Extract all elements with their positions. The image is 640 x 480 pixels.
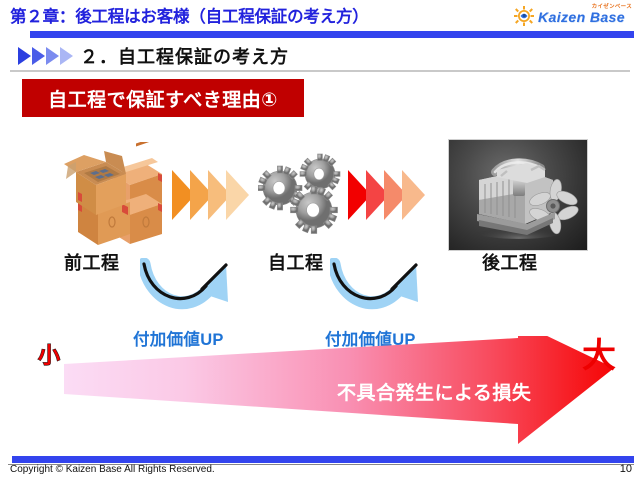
kaizen-base-logo: カイゼンベース Kaizen Base bbox=[512, 2, 634, 30]
gear-sun-icon bbox=[514, 6, 534, 26]
loss-arrow-text: 不具合発生による損失 bbox=[337, 383, 532, 404]
section-divider bbox=[10, 70, 630, 72]
truck-engine-photo bbox=[448, 139, 588, 251]
value-up-label-1: 付加価値UP bbox=[133, 331, 224, 349]
reason-banner: 自工程で保証すべき理由① bbox=[22, 79, 304, 117]
value-up-curved-arrow-2 bbox=[330, 258, 418, 310]
logo-kana-text: カイゼンベース bbox=[591, 4, 632, 10]
logo-wordmark: Kaizen Base bbox=[538, 9, 625, 25]
copyright-text: Copyright © Kaizen Base All Rights Reser… bbox=[10, 464, 215, 475]
red-chevrons-icon bbox=[348, 170, 425, 220]
process-label-own: 自工程 bbox=[268, 253, 324, 273]
reason-banner-label: 自工程で保証すべき理由① bbox=[48, 89, 278, 111]
header-accent-bar bbox=[30, 31, 634, 38]
process-label-previous: 前工程 bbox=[64, 253, 120, 273]
value-up-label-2: 付加価値UP bbox=[325, 331, 416, 349]
cardboard-boxes-icon bbox=[64, 142, 162, 245]
engine-illustration bbox=[467, 158, 579, 239]
page-title: 第２章：後工程はお客様（自工程保証の考え方） bbox=[10, 8, 369, 26]
section-title: ２．自工程保証の考え方 bbox=[80, 47, 289, 67]
gears-icon bbox=[258, 153, 341, 234]
footer-divider bbox=[8, 464, 634, 465]
value-up-curved-arrow-1 bbox=[140, 258, 228, 310]
loss-big-label: 大 bbox=[582, 337, 616, 375]
loss-gradient-arrow bbox=[64, 336, 614, 444]
orange-chevrons-icon bbox=[172, 170, 249, 220]
loss-small-label: 小 bbox=[37, 343, 61, 369]
process-label-next: 後工程 bbox=[482, 253, 538, 273]
footer-accent-bar bbox=[12, 456, 634, 463]
page-number: 10 bbox=[619, 463, 632, 475]
section-chevron-icon bbox=[18, 47, 73, 65]
